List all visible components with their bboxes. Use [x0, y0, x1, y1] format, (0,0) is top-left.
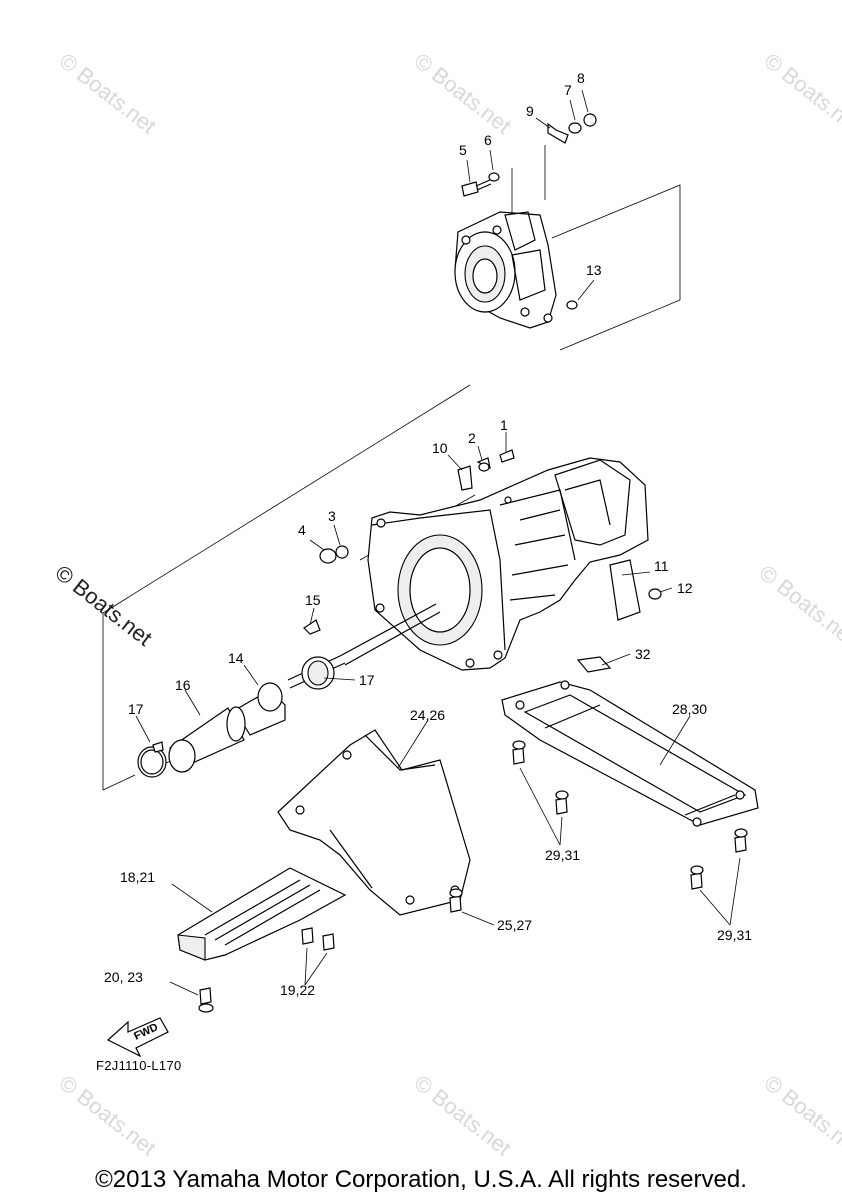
upper-housing [454, 211, 557, 329]
callout-24-26: 24,26 [410, 707, 446, 723]
fwd-arrow-icon: FWD [106, 1017, 169, 1058]
callout-15: 15 [305, 592, 321, 608]
callout-4: 4 [298, 522, 306, 538]
callout-6: 6 [484, 132, 492, 148]
upper-hardware [461, 113, 597, 310]
callout-11: 11 [654, 558, 669, 574]
callout-7: 7 [564, 82, 572, 98]
callout-16: 16 [175, 677, 191, 693]
callout-1: 1 [500, 417, 508, 433]
callout-28-30: 28,30 [672, 701, 708, 717]
bolts [198, 740, 748, 1013]
callout-12: 12 [677, 580, 693, 596]
callout-18-21: 18,21 [120, 869, 156, 885]
callout-25-27: 25,27 [497, 917, 533, 933]
intake-grate [177, 867, 347, 961]
callout-17-left: 17 [128, 701, 144, 717]
ride-plate [501, 656, 759, 827]
callout-13: 13 [586, 262, 602, 278]
shaft-parts [137, 619, 335, 778]
callout-9: 9 [526, 103, 534, 119]
callout-2: 2 [468, 430, 476, 446]
callout-14: 14 [228, 650, 244, 666]
callout-17-right: 17 [359, 672, 375, 688]
callout-10: 10 [432, 440, 448, 456]
side-bracket [319, 449, 662, 621]
callout-29-31-center: 29,31 [545, 847, 581, 863]
pump-housing [367, 457, 649, 671]
callout-32: 32 [635, 646, 651, 662]
callout-29-31-right: 29,31 [717, 927, 753, 943]
leader-lines [135, 89, 741, 996]
intake-duct [277, 729, 471, 916]
copyright-notice: ©2013 Yamaha Motor Corporation, U.S.A. A… [95, 1166, 747, 1193]
callout-3: 3 [328, 508, 336, 524]
callout-19-22: 19,22 [280, 982, 316, 998]
diagram-code: F2J1110-L170 [96, 1058, 182, 1073]
callout-5: 5 [459, 142, 467, 158]
callout-20-23: 20, 23 [104, 969, 143, 985]
callout-8: 8 [577, 70, 585, 86]
